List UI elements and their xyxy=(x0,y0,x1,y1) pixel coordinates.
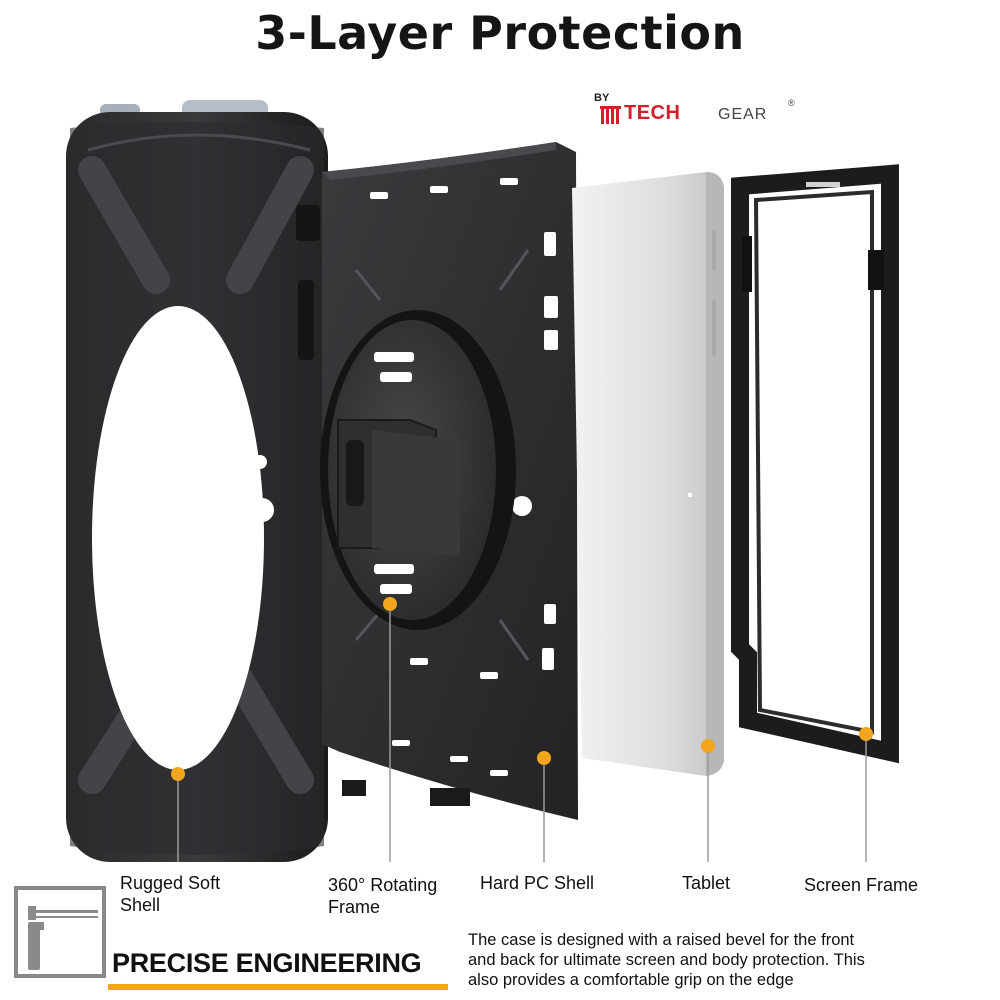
label-line: Rugged Soft xyxy=(120,873,221,893)
brand-registered-mark: ® xyxy=(788,98,795,108)
brand-mark-icon xyxy=(600,106,621,124)
brand-tech-text: TECH xyxy=(624,102,681,124)
label-line: Hard PC Shell xyxy=(480,873,595,893)
page-title: 3-Layer Protection xyxy=(255,6,745,60)
label-line: Frame xyxy=(328,897,381,917)
description-line: also provides a comfortable grip on the … xyxy=(468,971,794,989)
description-line: and back for ultimate screen and body pr… xyxy=(468,951,865,969)
label-rotating-frame: 360° Rotating Frame xyxy=(328,874,437,918)
label-rugged-soft-shell: Rugged Soft Shell xyxy=(120,872,220,916)
screen-frame-part xyxy=(731,164,899,862)
label-line: Shell xyxy=(120,895,161,915)
rugged-soft-shell xyxy=(66,100,328,862)
brand-gear-text: GEAR xyxy=(718,106,768,123)
precise-engineering-heading: PRECISE ENGINEERING xyxy=(112,948,422,978)
label-hard-pc-shell: Hard PC Shell xyxy=(480,872,594,894)
engineering-description: The case is designed with a raised bevel… xyxy=(468,930,988,990)
label-tablet: Tablet xyxy=(682,872,730,894)
brand-by-text: BY xyxy=(594,92,610,104)
label-screen-frame: Screen Frame xyxy=(804,874,918,896)
label-line: Tablet xyxy=(682,873,731,893)
engineering-caliper-icon xyxy=(14,886,106,978)
tablet-device xyxy=(572,172,724,862)
rotating-frame xyxy=(320,310,551,862)
description-line: The case is designed with a raised bevel… xyxy=(468,931,855,949)
label-line: 360° Rotating xyxy=(328,875,438,895)
heading-underline-bar xyxy=(108,984,448,990)
brand-logo: BY TECH GEAR ® xyxy=(592,92,807,132)
label-line: Screen Frame xyxy=(804,875,919,895)
